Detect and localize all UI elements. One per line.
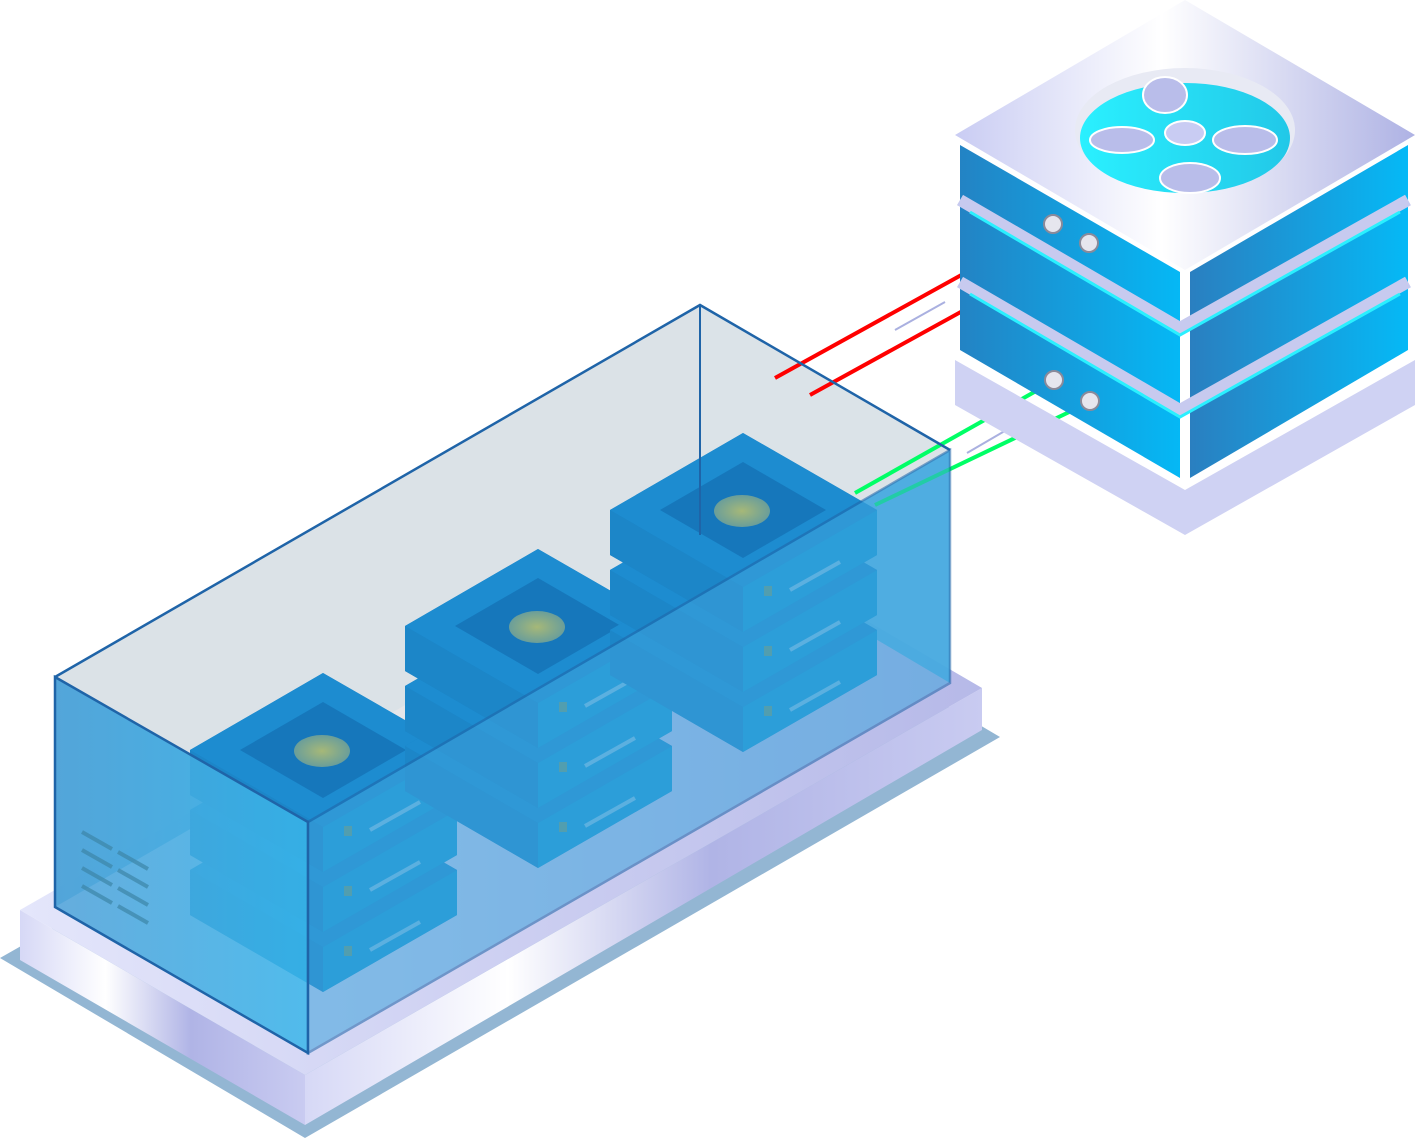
chip-icon (509, 611, 565, 643)
vent-grille-icon (81, 830, 149, 925)
platform-right-face (305, 688, 982, 1125)
immersion-tank (53, 303, 952, 1056)
chip-icon (294, 735, 350, 767)
flow-arrow-up-icon (894, 301, 946, 331)
chip-icon (714, 495, 770, 527)
platform-left-face (20, 910, 305, 1125)
fan-icon (1075, 68, 1295, 194)
cooling-unit (955, 0, 1415, 535)
tank-front-right-face (306, 447, 952, 1056)
pipe-connectors (1043, 214, 1100, 411)
